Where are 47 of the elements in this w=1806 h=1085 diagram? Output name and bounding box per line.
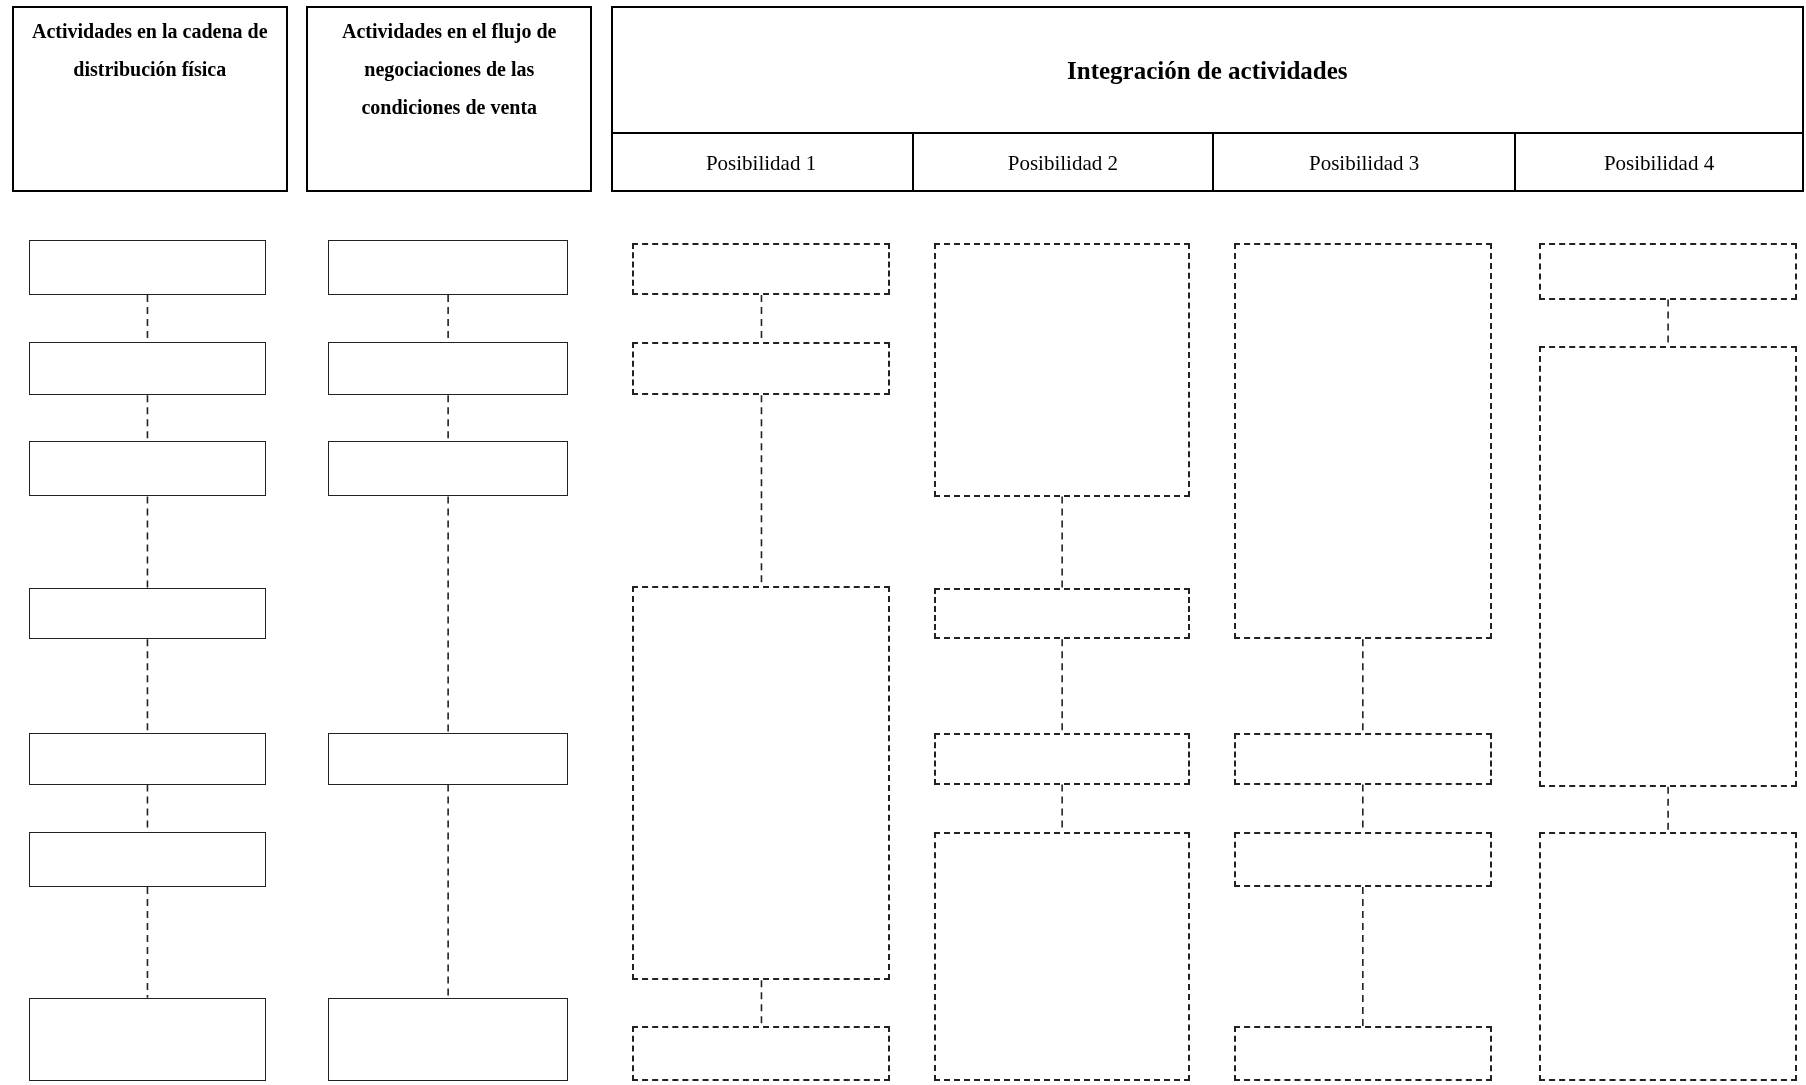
header-box: [610, 5, 1804, 193]
option-label: Posibilidad 2: [1007, 149, 1118, 177]
option-header: [1214, 132, 1516, 193]
option-label: Posibilidad 4: [1603, 149, 1715, 177]
option-label: Posibilidad 1: [705, 149, 817, 177]
activity-box: [328, 239, 568, 295]
column-heading: Actividades en el flujo de negociaciones de las condiciones de venta: [341, 18, 558, 120]
activity-box: [28, 441, 267, 497]
column-heading: Actividades en la cadena de distribución física: [30, 18, 269, 82]
dashed-activity-box: [632, 1026, 891, 1081]
connector-line: [1362, 886, 1364, 1028]
connector-line: [1667, 786, 1669, 833]
dashed-activity-box: [632, 342, 891, 396]
activity-box: [328, 441, 568, 497]
connector-line: [447, 783, 449, 999]
dashed-activity-box: [1539, 831, 1798, 1081]
dashed-activity-box: [934, 732, 1190, 785]
header-box: [11, 5, 288, 193]
activity-box: [328, 342, 568, 396]
connector-line: [146, 886, 149, 999]
group-heading: Integración de actividades: [1067, 56, 1348, 87]
activity-box: [328, 997, 568, 1081]
header-box: [306, 5, 593, 193]
dashed-activity-box: [1539, 243, 1798, 300]
activity-box: [28, 239, 267, 295]
dashed-activity-box: [1233, 243, 1492, 640]
option-label: Posibilidad 3: [1308, 149, 1420, 177]
connector-line: [146, 495, 149, 589]
activity-box: [328, 732, 568, 785]
option-header: [913, 132, 1215, 193]
dashed-activity-box: [1233, 831, 1492, 887]
dashed-activity-box: [934, 831, 1190, 1081]
dashed-activity-box: [934, 587, 1190, 640]
dashed-activity-box: [632, 586, 891, 981]
activity-box: [28, 587, 267, 640]
activity-box: [28, 831, 267, 887]
activity-box: [28, 342, 267, 396]
dashed-activity-box: [1233, 1026, 1492, 1081]
dashed-activity-box: [1233, 732, 1492, 785]
activity-box: [28, 732, 267, 785]
connector-line: [1061, 495, 1063, 589]
dashed-activity-box: [934, 243, 1190, 497]
option-header: [610, 132, 914, 193]
dashed-activity-box: [1539, 345, 1798, 787]
activity-box: [28, 997, 267, 1081]
connector-line: [447, 495, 449, 734]
dashed-activity-box: [632, 243, 891, 295]
